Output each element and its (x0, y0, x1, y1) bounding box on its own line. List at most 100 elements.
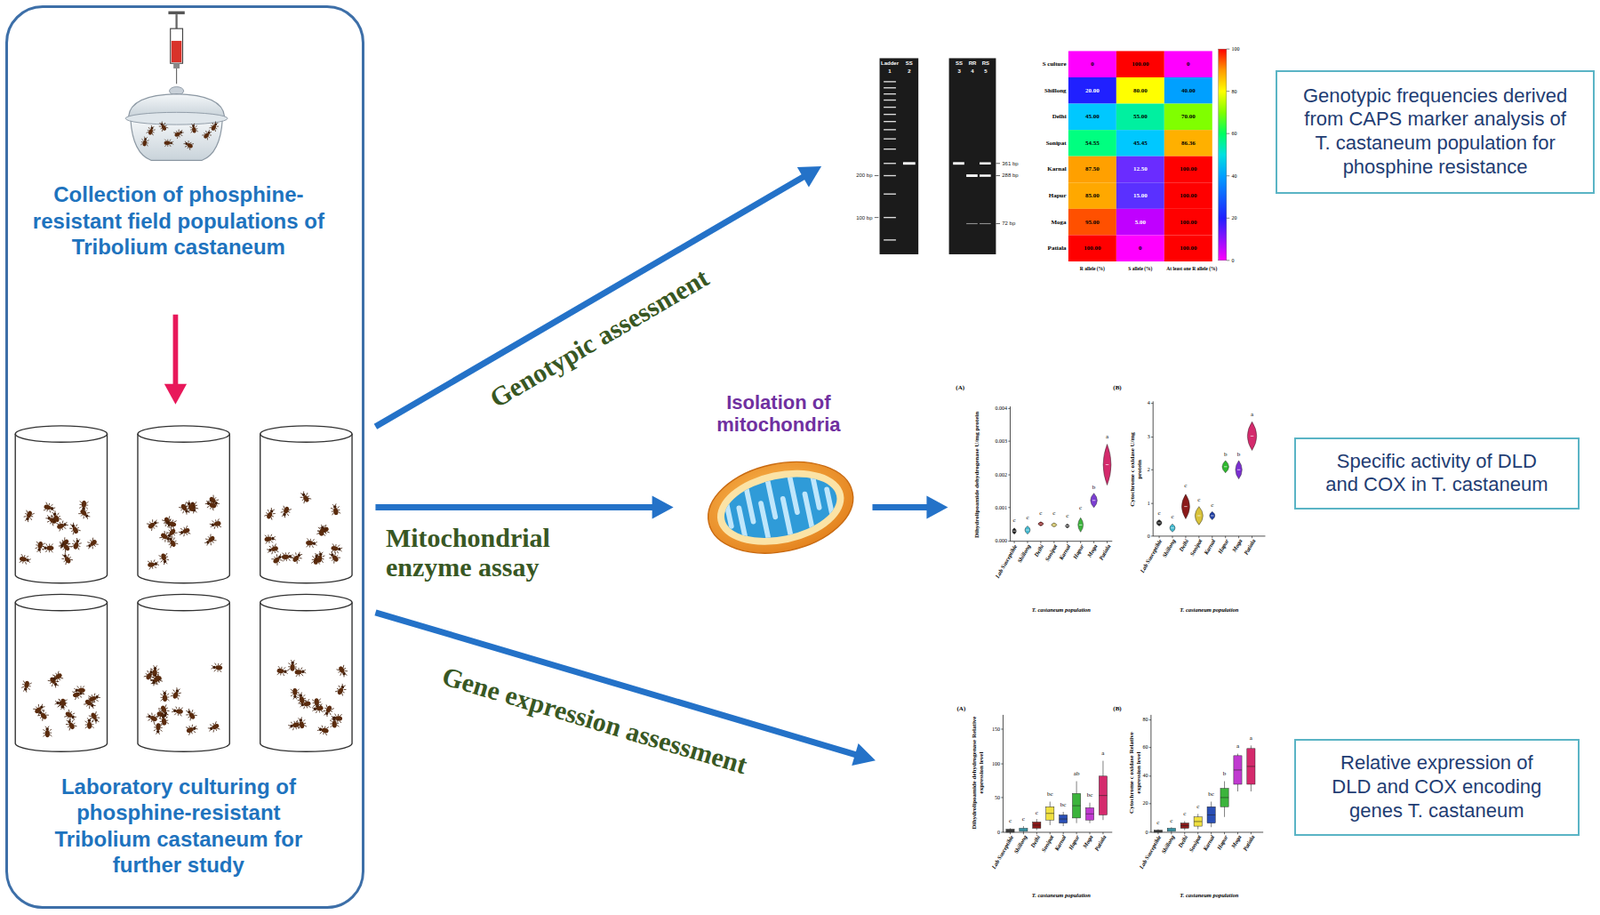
beetle-icon (68, 520, 81, 536)
significance-letter: a (1250, 411, 1254, 418)
axis-tick (1000, 831, 1003, 832)
beetle-icon (160, 689, 169, 702)
row-label: Delhi (1052, 113, 1067, 120)
heatmap-cell (1164, 156, 1213, 184)
axis-line (1002, 831, 1112, 832)
cristae (722, 462, 837, 553)
beetle-icon (164, 517, 178, 529)
flow-arrow (872, 496, 948, 520)
box-plot (1085, 807, 1094, 820)
significance-letter: a (1105, 433, 1109, 440)
cell-value: 0 (1186, 61, 1191, 68)
gel-band (883, 239, 896, 240)
median-mark (1167, 829, 1176, 831)
lane-number: 1 (888, 68, 891, 74)
gene-expression-chart: (A)Dihydrolipoamide dehydrogenase Relati… (949, 700, 1276, 905)
heatmap-cell (1068, 50, 1117, 78)
crista (788, 469, 798, 512)
box-text: Relative expression of DLD and COX encod… (1327, 751, 1547, 823)
heatmap-cell (1164, 182, 1213, 209)
tick-label: 1 (1147, 500, 1151, 506)
beetle-icon (329, 503, 341, 516)
axis-tick (1151, 402, 1153, 404)
gel-band (966, 223, 978, 224)
beetle-icon (73, 685, 86, 695)
median-mark (1039, 523, 1042, 525)
beetle-icon (79, 500, 89, 512)
colorbar-label: 100 (1232, 46, 1240, 52)
median-mark (1193, 820, 1202, 822)
beetle-icon (201, 128, 214, 140)
jar-mouth (137, 593, 230, 610)
gel-band (979, 161, 992, 165)
axis-title: T. castaneum population (1032, 892, 1091, 899)
median-mark (1237, 469, 1240, 471)
axis-title: T. castaneum population (1179, 607, 1239, 614)
category-label: Moga (1086, 543, 1098, 559)
beetle-icon (290, 550, 305, 565)
tick-label: 80 (1142, 716, 1148, 722)
beetle-icon (173, 128, 185, 139)
median-mark (1072, 805, 1081, 807)
significance-letter: c (1197, 496, 1200, 504)
heatmap-cell (1116, 234, 1165, 262)
median-mark (1180, 824, 1189, 826)
axis-line (1151, 831, 1264, 832)
beetle-icon (64, 708, 79, 722)
significance-letter: c (1158, 510, 1161, 517)
beetle-icon (265, 543, 280, 555)
category-label: Hapur (1216, 538, 1230, 556)
colorbar-label: 20 (1232, 215, 1238, 221)
beetle-icon (42, 725, 52, 737)
chart-plot (1008, 406, 1112, 544)
cell-value: 100.00 (1179, 166, 1197, 173)
axis-tick (1066, 541, 1068, 544)
axis-tick (1149, 746, 1152, 748)
heatmap-cell (1164, 77, 1213, 104)
axis-tick (1080, 541, 1081, 544)
colorbar (1218, 48, 1227, 261)
syringe-hub (173, 63, 180, 69)
median-mark (1006, 830, 1015, 832)
result-box: Genotypic frequencies derived from CAPS … (1275, 70, 1595, 194)
significance-letter: b (1092, 483, 1096, 490)
category-label: Hapur (1068, 834, 1081, 852)
heatmap-cell (1164, 208, 1213, 236)
tick-label: 150 (992, 726, 1000, 732)
significance-letter: c (1052, 510, 1056, 517)
gel-band (883, 80, 896, 82)
box-plot (1006, 829, 1015, 832)
beetle-icon (184, 706, 198, 721)
violin-plot (1222, 460, 1229, 473)
band-size: 200 bp (856, 172, 872, 178)
beetle-icon (56, 519, 70, 532)
tick-label: 0 (997, 829, 1000, 835)
violin-plot (1181, 494, 1190, 520)
cell-value: 85.00 (1085, 192, 1100, 199)
gel-band (883, 87, 896, 88)
cell-value: 100.00 (1083, 245, 1101, 252)
gel-band (883, 137, 896, 139)
arrowhead (797, 166, 822, 187)
axis-tick (1184, 536, 1186, 538)
tick-label: 50 (994, 794, 1000, 800)
lane-number: 3 (957, 68, 960, 74)
violin-plot (1065, 523, 1070, 528)
panel-letter: (B) (1112, 704, 1121, 712)
median-mark (1224, 465, 1227, 467)
median-mark (1098, 794, 1107, 796)
axis-tick (1149, 719, 1152, 720)
axis-tick (1049, 832, 1051, 834)
tick-label: 0.004 (995, 405, 1008, 411)
jar-body (15, 602, 107, 752)
heatmap-cell (1068, 129, 1117, 157)
gel-band (883, 99, 896, 101)
heatmap-cell (1164, 234, 1213, 262)
crista (722, 483, 732, 527)
axis-tick (1157, 832, 1159, 834)
axis-tick (1224, 536, 1226, 538)
box-plot (1220, 788, 1229, 808)
beetle-icon (146, 559, 160, 570)
beetle-icon (153, 722, 163, 735)
jar-body (260, 602, 352, 752)
